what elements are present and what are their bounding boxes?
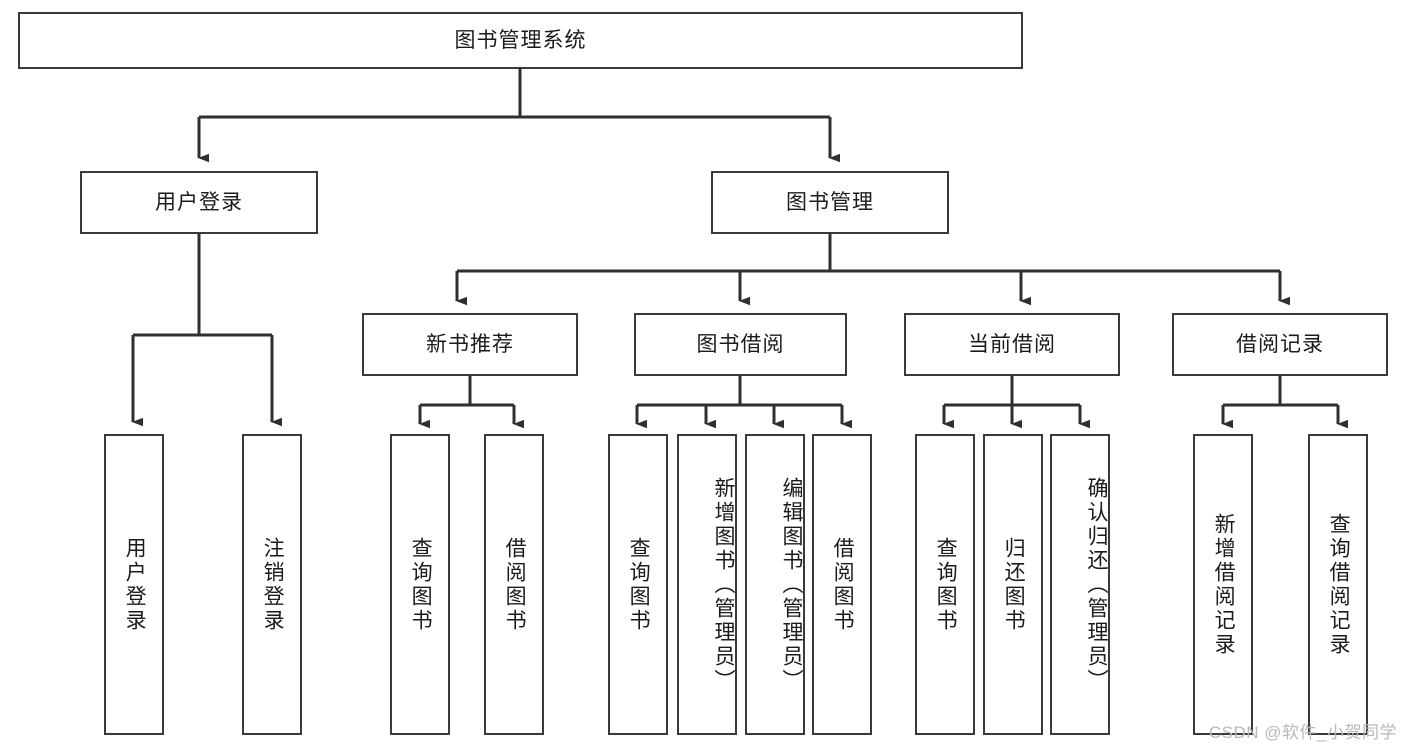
node-label: 新增图书（管理员）: [712, 476, 735, 693]
node-leaf-query-book-current[interactable]: 查询图书: [915, 434, 975, 735]
node-leaf-query-borrow-record[interactable]: 查询借阅记录: [1308, 434, 1368, 735]
node-borrow-records[interactable]: 借阅记录: [1172, 313, 1388, 376]
node-root-system[interactable]: 图书管理系统: [18, 12, 1023, 69]
node-leaf-edit-book-admin[interactable]: 编辑图书（管理员）: [745, 434, 805, 735]
node-label: 图书管理系统: [454, 28, 587, 52]
node-label: 图书管理: [786, 190, 874, 214]
node-leaf-borrow-book-newbook[interactable]: 借阅图书: [484, 434, 544, 735]
node-new-book-recommend[interactable]: 新书推荐: [362, 313, 578, 376]
node-current-borrow[interactable]: 当前借阅: [904, 313, 1120, 376]
node-leaf-add-borrow-record[interactable]: 新增借阅记录: [1193, 434, 1253, 735]
node-leaf-return-book[interactable]: 归还图书: [983, 434, 1043, 735]
node-label: 查询图书: [627, 536, 651, 633]
node-book-management[interactable]: 图书管理: [711, 171, 949, 234]
node-leaf-user-login[interactable]: 用户登录: [104, 434, 164, 735]
node-leaf-borrow-book[interactable]: 借阅图书: [812, 434, 872, 735]
node-label: 查询借阅记录: [1327, 512, 1351, 657]
node-leaf-confirm-return-admin[interactable]: 确认归还（管理员）: [1050, 434, 1110, 735]
node-label: 注销登录: [261, 536, 285, 633]
node-label: 借阅图书: [831, 536, 855, 633]
node-label: 用户登录: [123, 536, 147, 633]
node-label: 编辑图书（管理员）: [780, 476, 803, 693]
node-label: 用户登录: [155, 190, 243, 214]
node-label: 查询图书: [409, 536, 433, 633]
node-leaf-query-book-borrow[interactable]: 查询图书: [608, 434, 668, 735]
node-label: 查询图书: [934, 536, 958, 633]
node-user-login[interactable]: 用户登录: [80, 171, 318, 234]
node-leaf-query-book-newbook[interactable]: 查询图书: [390, 434, 450, 735]
node-label: 图书借阅: [696, 332, 785, 356]
node-label: 新书推荐: [426, 332, 514, 356]
node-label: 确认归还（管理员）: [1085, 476, 1108, 693]
node-leaf-logout[interactable]: 注销登录: [242, 434, 302, 735]
node-label: 当前借阅: [968, 332, 1056, 356]
node-book-borrow[interactable]: 图书借阅: [634, 313, 847, 376]
node-label: 借阅图书: [503, 536, 527, 633]
node-label: 新增借阅记录: [1212, 512, 1236, 657]
node-leaf-add-book-admin[interactable]: 新增图书（管理员）: [677, 434, 737, 735]
node-label: 归还图书: [1002, 536, 1026, 633]
node-label: 借阅记录: [1236, 332, 1324, 356]
